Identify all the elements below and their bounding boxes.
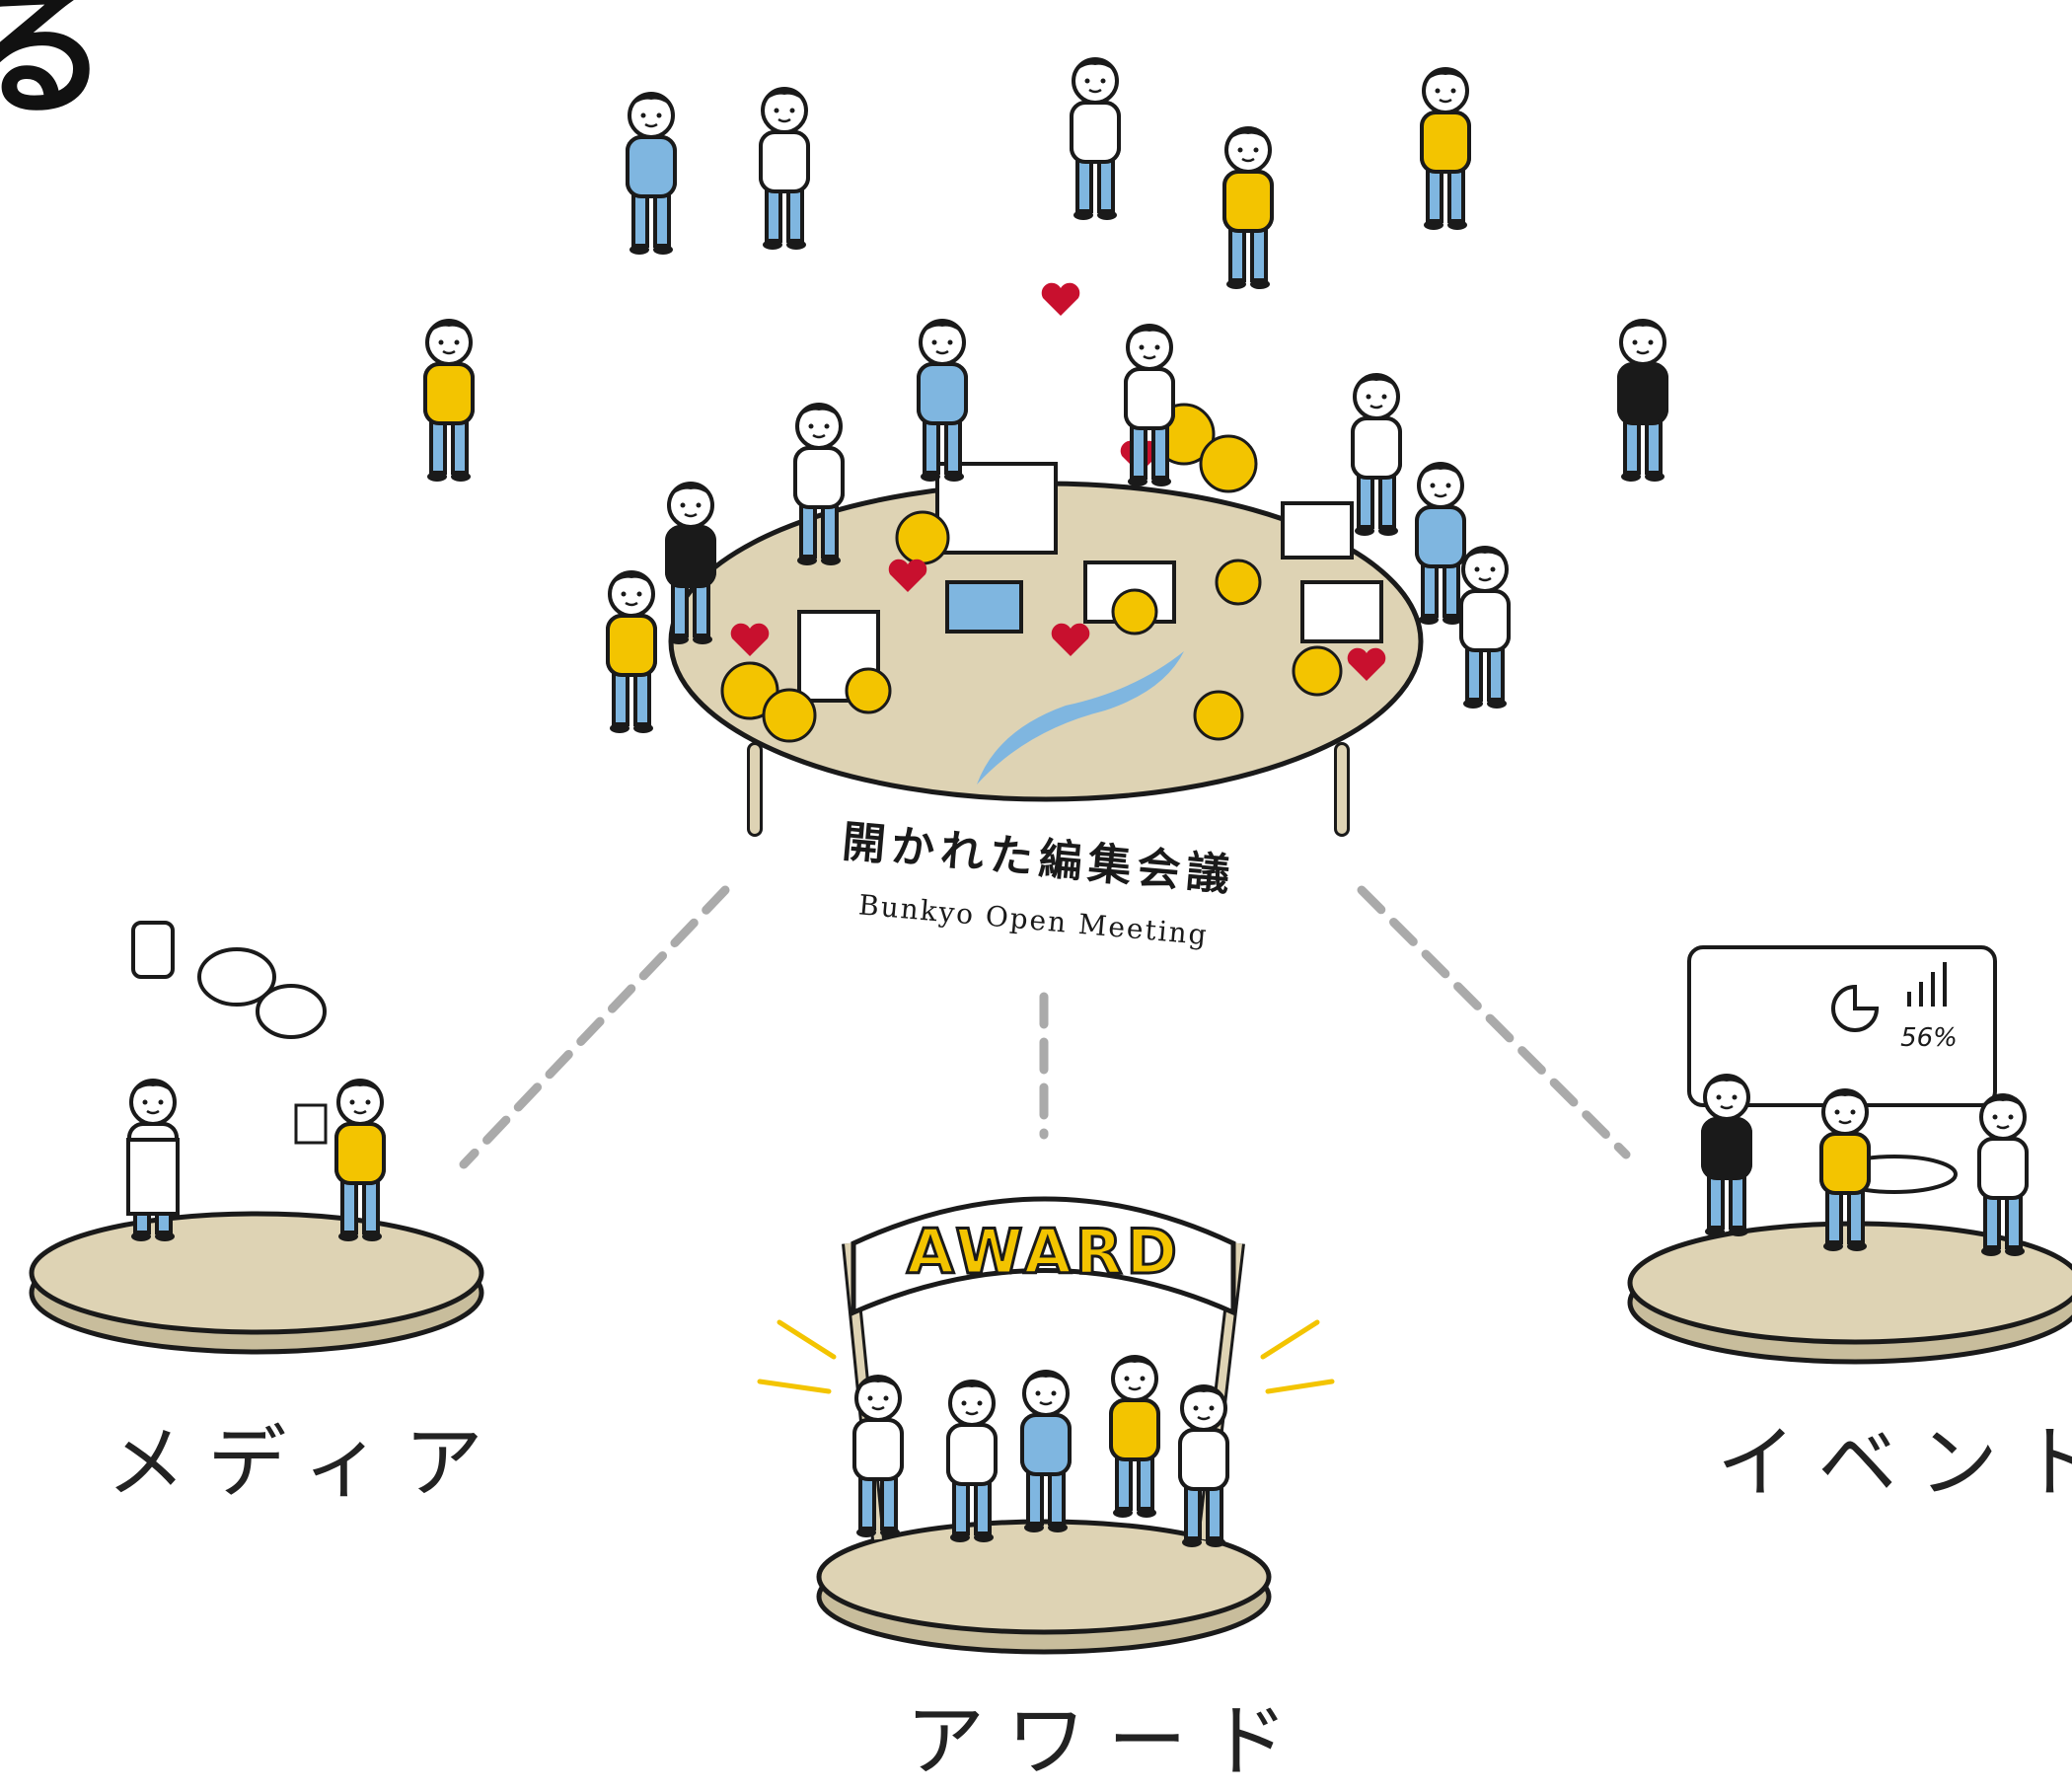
central-meeting-table <box>606 282 1511 837</box>
center-title: 開かれた編集会議 Bunkyo Open Meeting <box>840 817 1237 952</box>
connector-lines <box>459 885 1631 1169</box>
center-title-en: Bunkyo Open Meeting <box>857 888 1210 951</box>
corner-heading-glyph: る <box>0 0 110 137</box>
label-award: アワード <box>906 1695 1310 1787</box>
label-media: メディア <box>107 1417 505 1509</box>
event-platform: 56% <box>1627 945 2072 1365</box>
award-banner-text: AWARD <box>907 1216 1181 1288</box>
label-event: イベント <box>1717 1417 2072 1509</box>
center-title-jp: 開かれた編集会議 <box>840 817 1237 902</box>
media-platform <box>29 921 484 1355</box>
event-board-percent: 56% <box>1900 1023 1958 1053</box>
award-platform: AWARD <box>757 1196 1335 1655</box>
people-group-top <box>423 57 1668 484</box>
